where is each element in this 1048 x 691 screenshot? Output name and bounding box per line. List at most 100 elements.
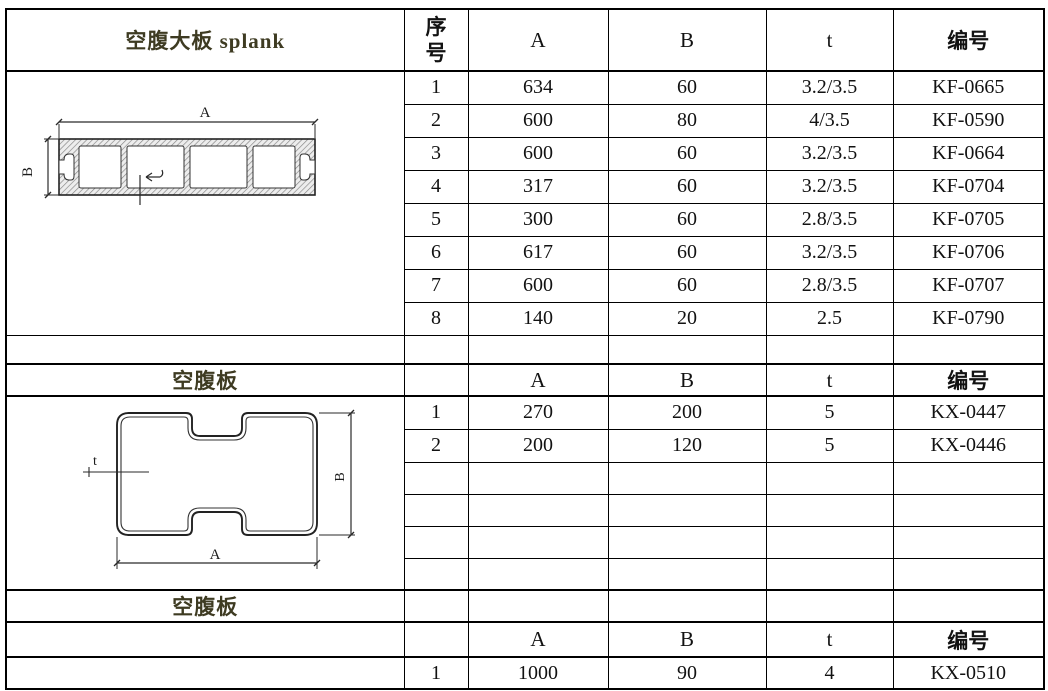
empty-cell	[403, 621, 469, 658]
cell-t: 3.2/3.5	[765, 169, 894, 204]
col-b-header: B	[607, 621, 767, 658]
plate-outer-contour	[116, 412, 318, 536]
cell-code: KF-0790	[892, 301, 1045, 336]
empty-cell	[765, 493, 894, 527]
cell-a: 617	[467, 235, 609, 270]
empty-cell	[607, 589, 767, 623]
col-a-header: A	[467, 8, 609, 72]
s1-row-8: 8 140 20 2.5 KF-0790	[6, 301, 1045, 336]
cell-code: KF-0706	[892, 235, 1045, 270]
empty-cell	[607, 525, 767, 559]
empty-cell	[467, 589, 609, 623]
cell-no: 7	[403, 268, 469, 303]
cell-a: 270	[467, 395, 609, 430]
dim-b-label: B	[20, 167, 36, 177]
thickness-hook-arrow-icon	[145, 169, 164, 182]
hollow-plate-cross-section-diagram: B A t	[83, 409, 355, 569]
empty-cell	[765, 334, 894, 365]
empty-cell	[403, 589, 469, 623]
cell-t: 3.2/3.5	[765, 70, 894, 105]
cell-a: 600	[467, 268, 609, 303]
s3-title-row: 空腹板	[5, 589, 1045, 623]
cell-a: 140	[467, 301, 609, 336]
s2-header-row: 空腹板 A B t 编号	[5, 363, 1045, 397]
plate-inner-contour	[120, 416, 314, 532]
s3-row-1: 1 1000 90 4 KX-0510	[5, 656, 1045, 690]
cell-code: KX-0510	[892, 656, 1045, 690]
s3-header-row: A B t 编号	[5, 621, 1045, 658]
cell-no: 4	[403, 169, 469, 204]
cell-b: 60	[607, 235, 767, 270]
empty-cell	[607, 334, 767, 365]
col-code-header: 编号	[892, 621, 1045, 658]
cell-code: KF-0590	[892, 103, 1045, 138]
empty-cell	[892, 557, 1045, 591]
cell-t: 3.2/3.5	[765, 235, 894, 270]
hollow-plate-diagram-cell: B A t	[5, 395, 405, 591]
cell-b: 90	[607, 656, 767, 690]
cell-a: 200	[467, 428, 609, 463]
empty-cell	[765, 525, 894, 559]
col-code-header: 编号	[892, 8, 1045, 72]
empty-cell	[403, 557, 469, 591]
s1-row-1: A B 1 634	[5, 70, 1045, 336]
cell-t: 2.8/3.5	[765, 202, 894, 237]
s3-title: 空腹板	[5, 589, 405, 623]
s1-header-row: 空腹大板 splank 序号 A B t 编号	[5, 8, 1045, 72]
empty-cell	[892, 589, 1045, 623]
spacer-row	[5, 334, 1045, 365]
splank-diagram-cell: A B	[5, 70, 405, 336]
col-a-header: A	[467, 621, 609, 658]
col-t-header: t	[765, 621, 894, 658]
cell-b: 60	[607, 136, 767, 171]
cell-t: 5	[765, 395, 894, 430]
col-index-header: 序号	[403, 8, 469, 72]
cell-t: 3.2/3.5	[765, 136, 894, 171]
empty-cell	[892, 461, 1045, 495]
cell-code: KF-0704	[892, 169, 1045, 204]
splank-cross-section-diagram: A B	[20, 105, 319, 205]
cell-no: 1	[403, 395, 469, 430]
empty-cell	[5, 621, 405, 658]
empty-cell	[607, 461, 767, 495]
empty-cell	[403, 363, 469, 397]
empty-cell	[5, 656, 405, 690]
cell-code: KF-0707	[892, 268, 1045, 303]
empty-cell	[892, 525, 1045, 559]
cell-a: 634	[467, 70, 609, 105]
dim-t-label: t	[93, 454, 97, 469]
dim-b-label: B	[333, 472, 348, 481]
col-a-header: A	[467, 363, 609, 397]
empty-cell	[5, 334, 405, 365]
cell-b: 80	[607, 103, 767, 138]
cell-b: 200	[607, 395, 767, 430]
cell-a: 600	[467, 103, 609, 138]
s2-empty-row-4	[6, 557, 1045, 591]
empty-cell	[467, 557, 609, 591]
cell-code: KF-0665	[892, 70, 1045, 105]
empty-cell	[892, 493, 1045, 527]
dim-a-label: A	[210, 547, 221, 563]
s2-empty-row-2	[6, 493, 1045, 527]
s2-empty-row-1	[6, 461, 1045, 495]
cell-b: 60	[607, 169, 767, 204]
cell-no: 2	[403, 103, 469, 138]
dim-a-label: A	[200, 105, 211, 121]
col-t-header: t	[765, 363, 894, 397]
s2-title: 空腹板	[5, 363, 405, 397]
cell-t: 2.5	[765, 301, 894, 336]
spec-table: 空腹大板 splank 序号 A B t 编号 A	[5, 8, 1045, 690]
s1-title: 空腹大板 splank	[5, 8, 405, 72]
cell-no: 6	[403, 235, 469, 270]
s2-row-2: 2 200 120 5 KX-0446	[6, 428, 1045, 463]
empty-cell	[892, 334, 1045, 365]
cell-no: 1	[403, 70, 469, 105]
s1-row-4: 4 317 60 3.2/3.5 KF-0704	[6, 169, 1045, 204]
s2-row-1: B A t 1 270 200 5 KX-0447	[5, 395, 1045, 591]
empty-cell	[467, 461, 609, 495]
empty-cell	[403, 493, 469, 527]
cell-a: 600	[467, 136, 609, 171]
cell-no: 3	[403, 136, 469, 171]
cell-code: KF-0705	[892, 202, 1045, 237]
